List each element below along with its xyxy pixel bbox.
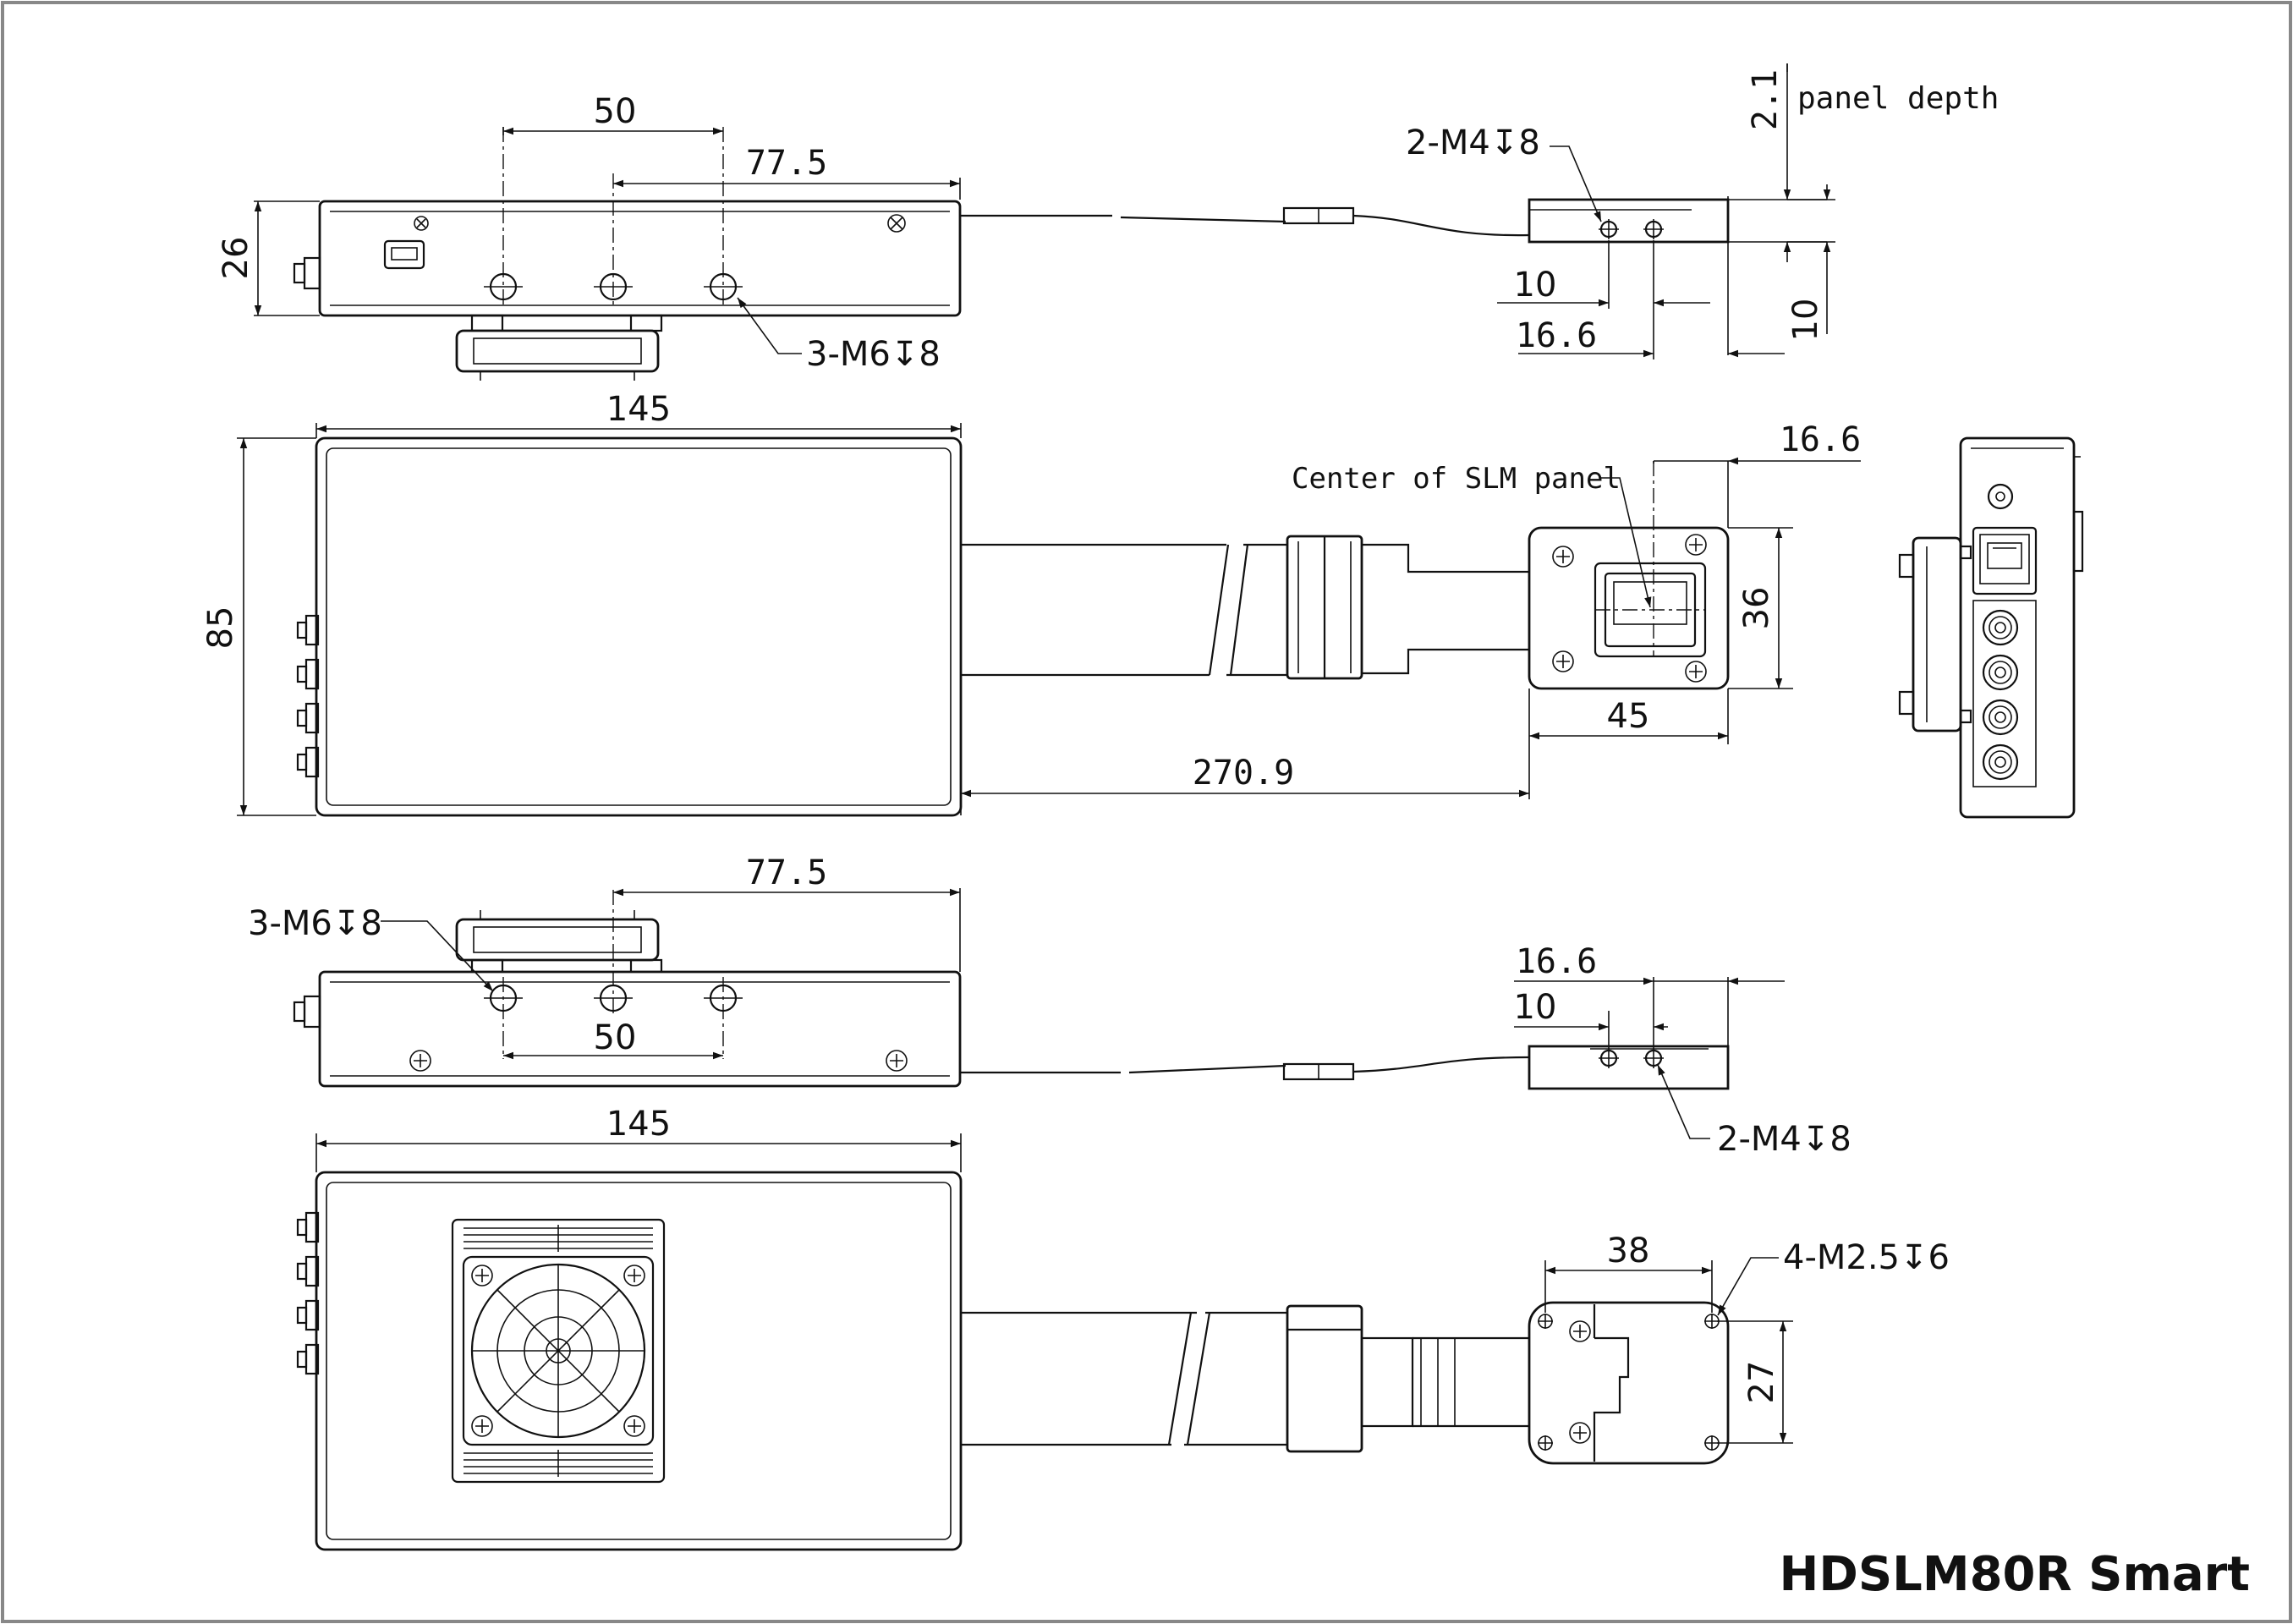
dim-front-45: 45 bbox=[1607, 697, 1650, 736]
front-view bbox=[237, 423, 1861, 817]
ethernet-port-icon bbox=[1972, 526, 2038, 595]
center-of-slm-panel-label: Center of SLM panel bbox=[1292, 462, 1621, 496]
drawing-title: HDSLM80R Smart bbox=[1780, 1547, 2251, 1602]
usb-port-icon bbox=[383, 216, 429, 270]
side-view bbox=[1898, 436, 2084, 819]
dim-front-85: 85 bbox=[201, 606, 240, 650]
fan-icon bbox=[451, 1218, 666, 1484]
dim-top-77-5: 77.5 bbox=[746, 144, 827, 183]
top-view bbox=[254, 63, 1835, 381]
dim-bottom-16-6: 16.6 bbox=[1516, 942, 1597, 981]
dim-top-holes: 3-M6↧8 bbox=[806, 335, 941, 374]
dim-bottom-holes: 3-M6↧8 bbox=[248, 904, 382, 943]
dim-bottom-10: 10 bbox=[1514, 988, 1557, 1027]
dim-top-16-6: 16.6 bbox=[1516, 316, 1597, 355]
dim-bottom-50: 50 bbox=[594, 1018, 637, 1057]
panel-depth-label: panel depth bbox=[1797, 81, 1999, 116]
rear-view bbox=[296, 1133, 1793, 1551]
bnc-connector-icon bbox=[1982, 609, 2019, 781]
screw-icon bbox=[409, 1050, 908, 1072]
dim-front-36: 36 bbox=[1737, 587, 1776, 630]
dim-top-10b: 10 bbox=[1786, 299, 1825, 342]
dim-top-2-1: 2.1 bbox=[1746, 69, 1785, 130]
dim-front-270-9: 270.9 bbox=[1193, 754, 1294, 793]
dim-rear-145: 145 bbox=[606, 1105, 671, 1144]
dim-front-16-6: 16.6 bbox=[1780, 420, 1861, 459]
dim-rear-27: 27 bbox=[1742, 1361, 1781, 1404]
dim-rear-38: 38 bbox=[1607, 1232, 1650, 1270]
screw-icon bbox=[1552, 534, 1707, 683]
screw-icon bbox=[887, 214, 906, 233]
dim-top-26: 26 bbox=[217, 237, 255, 280]
dimension-labels: 50 77.5 26 3-M6↧8 2-M4↧8 10 16.6 2.1 10 … bbox=[201, 69, 1999, 1404]
dim-top-cable-holes: 2-M4↧8 bbox=[1406, 123, 1540, 162]
dim-rear-holes: 4-M2.5↧6 bbox=[1783, 1238, 1950, 1277]
bottom-view bbox=[293, 888, 1785, 1139]
dim-top-10a: 10 bbox=[1514, 266, 1557, 304]
dim-front-145: 145 bbox=[606, 390, 671, 429]
dim-top-50: 50 bbox=[594, 92, 637, 131]
dim-bottom-cable-holes: 2-M4↧8 bbox=[1717, 1120, 1851, 1159]
mounting-hole-icon bbox=[484, 890, 743, 1059]
mounting-hole-icon bbox=[484, 127, 743, 309]
dim-bottom-77-5: 77.5 bbox=[746, 853, 827, 892]
